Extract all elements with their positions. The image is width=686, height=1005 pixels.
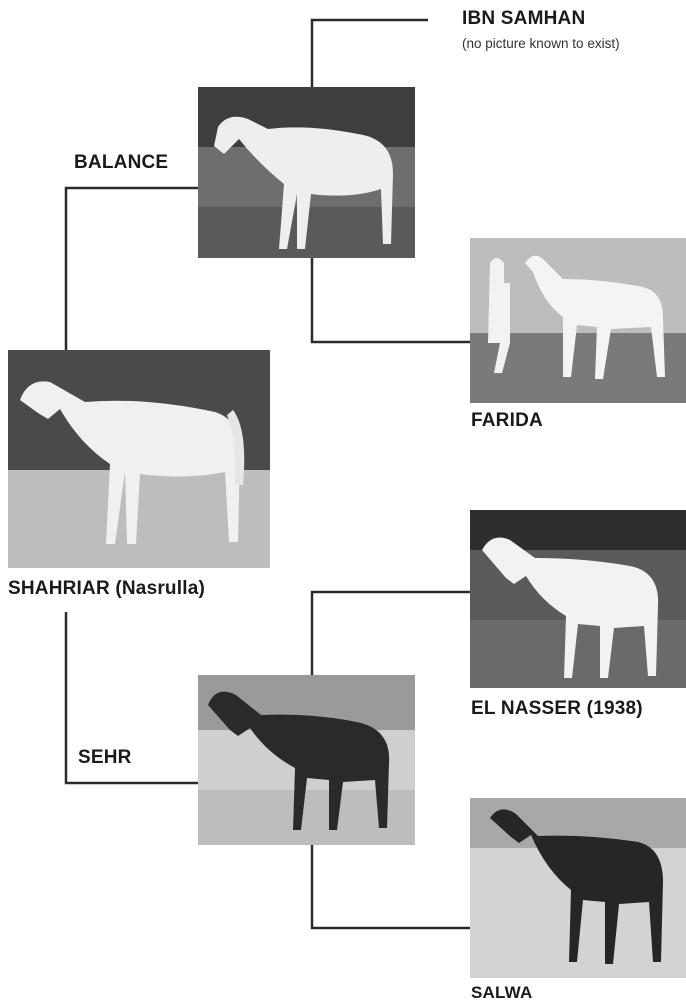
no-picture-note: (no picture known to exist) — [462, 36, 620, 51]
grey-horse-photo-icon — [198, 87, 415, 258]
shahriar-photo — [8, 350, 270, 568]
sire-dam-name: FARIDA — [471, 410, 543, 431]
salwa-photo — [470, 798, 686, 978]
dam-name: SEHR — [78, 747, 132, 768]
balance-photo — [198, 87, 415, 258]
grey-horse-photo-icon — [8, 350, 270, 568]
grey-horse-photo-icon — [470, 510, 686, 688]
sire-name: BALANCE — [74, 152, 169, 173]
grey-mare-with-handler-photo-icon — [470, 238, 686, 403]
dark-horse-photo-icon — [470, 798, 686, 978]
bay-horse-photo-icon — [198, 675, 415, 845]
farida-photo — [470, 238, 686, 403]
subject-name: SHAHRIAR (Nasrulla) — [8, 578, 205, 599]
el-nasser-photo — [470, 510, 686, 688]
dam-sire-name: EL NASSER (1938) — [471, 698, 643, 719]
sire-sire-name: IBN SAMHAN — [462, 8, 586, 29]
dam-dam-name: SALWA — [471, 983, 533, 1002]
sehr-photo — [198, 675, 415, 845]
